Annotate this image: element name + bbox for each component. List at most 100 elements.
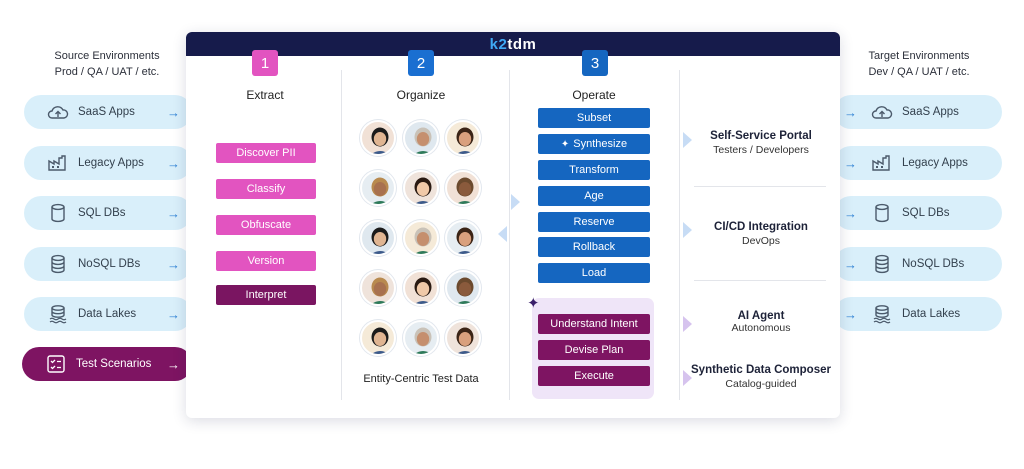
pill-label: NoSQL DBs <box>78 258 140 270</box>
target-data-lakes[interactable]: → Data Lakes <box>834 297 1002 331</box>
pill-label: NoSQL DBs <box>902 258 964 270</box>
target-environments-title: Target Environments Dev / QA / UAT / etc… <box>834 48 1004 80</box>
consumer-divider <box>694 186 826 187</box>
person-avatar <box>403 170 439 206</box>
cloud-upload-icon <box>46 101 70 123</box>
person-avatar <box>360 120 396 156</box>
step-number-2: 2 <box>408 50 434 76</box>
synthesize-label: Synthesize <box>573 138 627 150</box>
arrow-right-icon: → <box>167 357 180 372</box>
entity-centric-caption: Entity-Centric Test Data <box>346 373 496 385</box>
person-avatar <box>360 220 396 256</box>
person-avatar <box>403 120 439 156</box>
target-title-line2: Dev / QA / UAT / etc. <box>834 64 1004 80</box>
rollback-step: Rollback <box>538 237 650 257</box>
pill-label: SQL DBs <box>78 207 126 219</box>
target-saas-apps[interactable]: → SaaS Apps <box>834 95 1002 129</box>
arrow-right-icon: → <box>844 257 857 272</box>
target-title-line1: Target Environments <box>834 48 1004 64</box>
database-icon <box>46 202 70 224</box>
person-avatar <box>445 220 481 256</box>
logo-prefix: k2 <box>490 36 508 53</box>
person-avatar <box>445 320 481 356</box>
ai-agent-subtitle: Autonomous <box>690 322 832 334</box>
source-sql-dbs[interactable]: SQL DBs → <box>24 196 192 230</box>
person-avatar <box>360 270 396 306</box>
classify-step: Classify <box>216 179 316 199</box>
synthetic-data-composer-title: Synthetic Data Composer <box>686 364 836 376</box>
arrow-right-icon: → <box>844 105 857 120</box>
person-avatar <box>360 170 396 206</box>
synthesize-step: ✦ Synthesize <box>538 134 650 154</box>
age-step: Age <box>538 186 650 206</box>
person-avatar <box>403 270 439 306</box>
pill-label: Legacy Apps <box>78 157 144 169</box>
operate-title: Operate <box>544 88 644 102</box>
cloud-upload-icon <box>870 101 894 123</box>
interpret-step: Interpret <box>216 285 316 305</box>
organize-title: Organize <box>371 88 471 102</box>
load-step: Load <box>538 263 650 283</box>
person-avatar <box>445 170 481 206</box>
source-legacy-apps[interactable]: Legacy Apps → <box>24 146 192 180</box>
execute-step: Execute <box>538 366 650 386</box>
source-saas-apps[interactable]: SaaS Apps → <box>24 95 192 129</box>
arrow-right-icon: → <box>844 307 857 322</box>
stacked-database-icon <box>870 253 894 275</box>
source-environments-title: Source Environments Prod / QA / UAT / et… <box>22 48 192 80</box>
subset-step: Subset <box>538 108 650 128</box>
connector-right-arrow <box>511 194 520 210</box>
column-divider <box>509 70 510 400</box>
pill-label: SQL DBs <box>902 207 950 219</box>
logo-suffix: tdm <box>507 36 536 53</box>
header-bar: k2tdm <box>186 32 840 56</box>
self-service-portal-title: Self-Service Portal <box>690 130 832 142</box>
cicd-integration-title: CI/CD Integration <box>690 221 832 233</box>
factory-icon <box>46 152 70 174</box>
arrow-right-icon: → <box>844 206 857 221</box>
consumer-divider <box>694 280 826 281</box>
arrow-right-icon: → <box>167 257 180 272</box>
source-data-lakes[interactable]: Data Lakes → <box>24 297 192 331</box>
person-avatar <box>403 220 439 256</box>
k2tdm-platform-card: k2tdm 1 Extract Discover PII Classify Ob… <box>186 32 840 418</box>
version-step: Version <box>216 251 316 271</box>
obfuscate-step: Obfuscate <box>216 215 316 235</box>
pill-label: SaaS Apps <box>78 106 135 118</box>
person-avatar <box>445 120 481 156</box>
data-lake-icon <box>46 303 70 325</box>
reserve-step: Reserve <box>538 212 650 232</box>
source-title-line2: Prod / QA / UAT / etc. <box>22 64 192 80</box>
arrow-right-icon: → <box>167 156 180 171</box>
source-nosql-dbs[interactable]: NoSQL DBs → <box>24 247 192 281</box>
extract-title: Extract <box>215 88 315 102</box>
checklist-icon <box>44 353 68 375</box>
step-number-3: 3 <box>582 50 608 76</box>
devise-plan-step: Devise Plan <box>538 340 650 360</box>
pill-label: Legacy Apps <box>902 157 968 169</box>
database-icon <box>870 202 894 224</box>
ai-sparkle-icon: ✦ <box>527 294 540 312</box>
person-avatar <box>360 320 396 356</box>
pill-label: Data Lakes <box>78 308 136 320</box>
target-sql-dbs[interactable]: → SQL DBs <box>834 196 1002 230</box>
arrow-right-icon: → <box>167 105 180 120</box>
test-scenarios-pill[interactable]: Test Scenarios → <box>22 347 192 381</box>
column-divider <box>341 70 342 400</box>
understand-intent-step: Understand Intent <box>538 314 650 334</box>
target-legacy-apps[interactable]: → Legacy Apps <box>834 146 1002 180</box>
arrow-right-icon: → <box>844 156 857 171</box>
source-title-line1: Source Environments <box>22 48 192 64</box>
stacked-database-icon <box>46 253 70 275</box>
cicd-integration-subtitle: DevOps <box>690 235 832 247</box>
ai-agent-title: AI Agent <box>690 310 832 322</box>
pill-label: Data Lakes <box>902 308 960 320</box>
person-avatar <box>445 270 481 306</box>
synthetic-data-composer-subtitle: Catalog-guided <box>690 378 832 390</box>
pill-label: SaaS Apps <box>902 106 959 118</box>
person-avatar <box>403 320 439 356</box>
factory-icon <box>870 152 894 174</box>
target-nosql-dbs[interactable]: → NoSQL DBs <box>834 247 1002 281</box>
discover-pii-step: Discover PII <box>216 143 316 163</box>
logo: k2tdm <box>490 36 537 53</box>
